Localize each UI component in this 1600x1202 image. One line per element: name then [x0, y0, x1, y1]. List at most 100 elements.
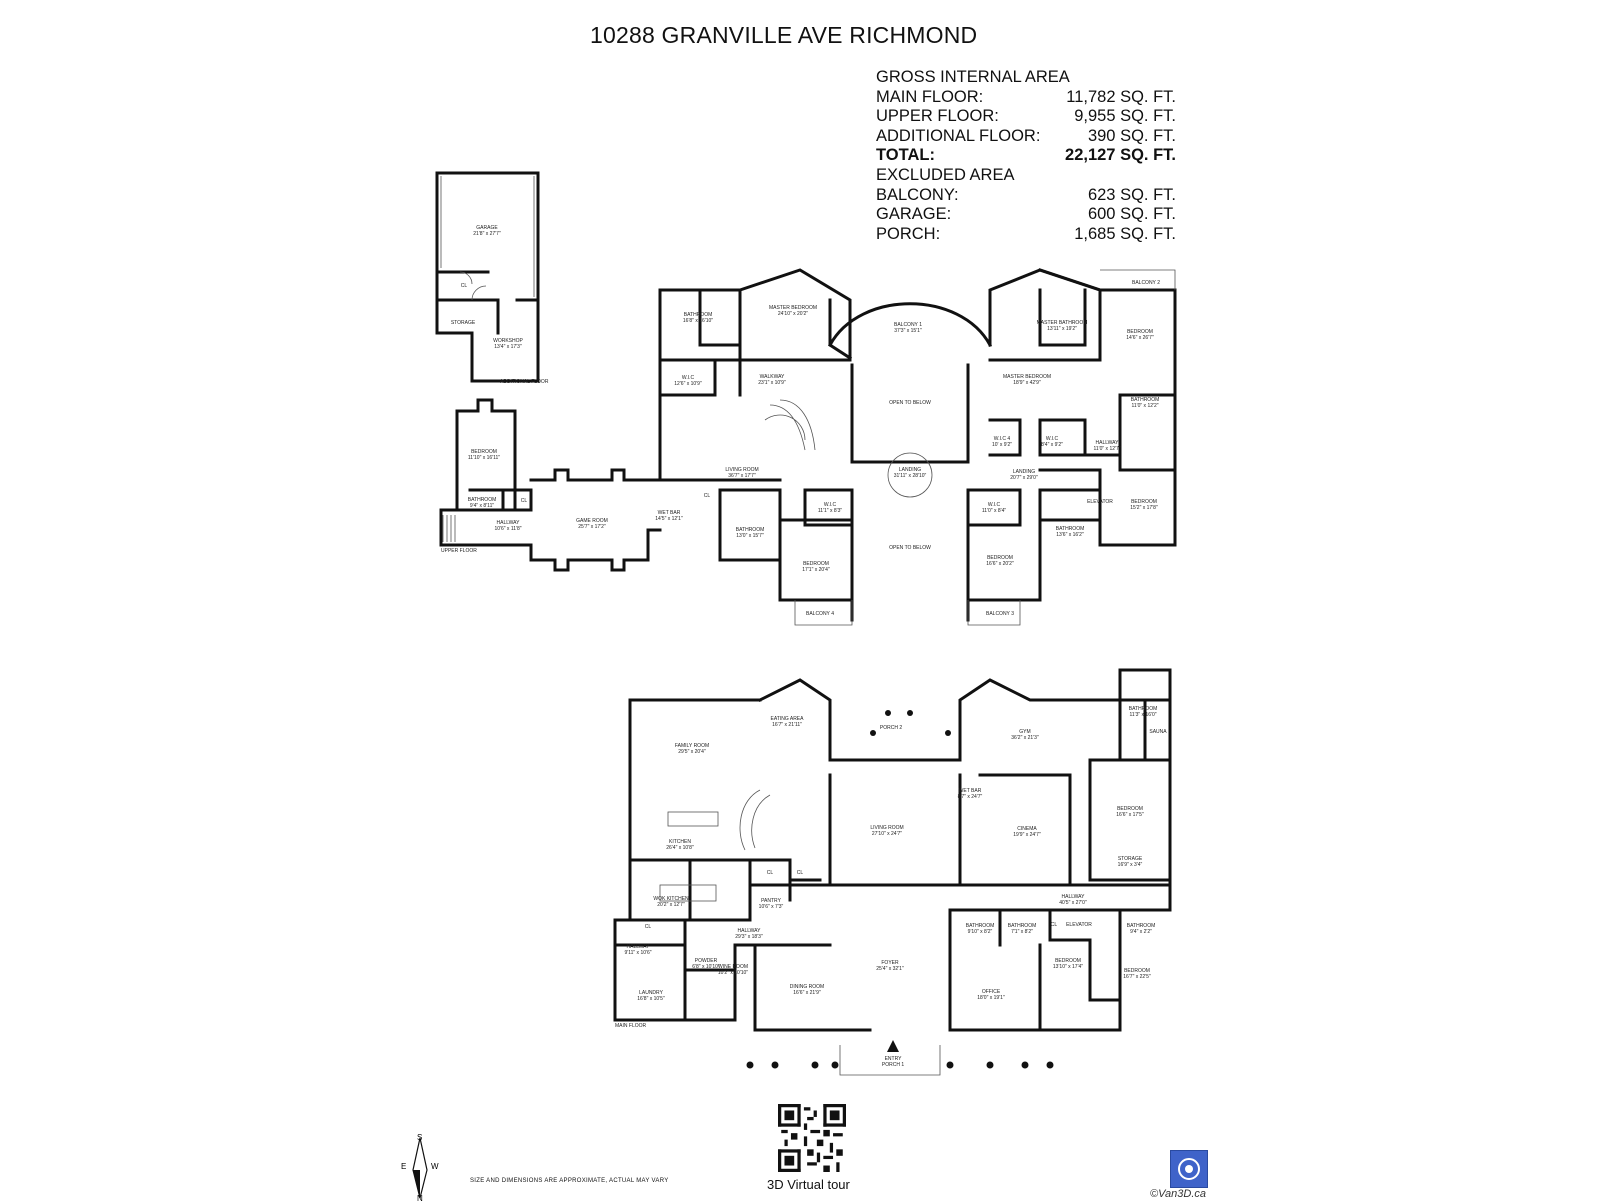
gym-label: GYM — [1019, 729, 1030, 735]
kitchen-label: KITCHEN — [669, 839, 691, 845]
bedroom-main-se2-label: BEDROOM — [1124, 968, 1150, 974]
bath-e-label: BATHROOM — [1131, 397, 1160, 403]
bath-main-3-dim: 9'4" x 2'2" — [1130, 929, 1152, 935]
main-floor-plan — [613, 668, 1172, 1076]
bedroom-mid-w-label: BEDROOM — [803, 561, 829, 567]
excluded-row-porch: PORCH:1,685 SQ. FT. — [876, 224, 1176, 243]
bedroom-e2-dim: 15'2" x 17'8" — [1130, 505, 1158, 511]
bath-mid-w-label: BATHROOM — [736, 527, 765, 533]
hallway-main-label: HALLWAY — [738, 928, 762, 934]
foyer-dim: 25'4" x 32'1" — [876, 966, 904, 972]
closet-main-e-label: CL — [1051, 922, 1058, 928]
up-hallway-w-dim: 10'6" x 11'8" — [494, 526, 521, 532]
elevator-up-label: ELEVATOR — [1087, 499, 1113, 505]
excluded-row-balcony: BALCONY:623 SQ. FT. — [876, 185, 1176, 204]
eating-area-label: EATING AREA — [771, 716, 805, 722]
porch1-label: PORCH 1 — [882, 1062, 904, 1068]
bedroom-ne-dim: 14'6" x 26'7" — [1126, 335, 1154, 341]
garage-dim: 21'8" x 27'7" — [473, 231, 501, 237]
wok-kitchen-dim: 20'2" x 12'7" — [657, 902, 685, 908]
family-room-dim: 29'5" x 20'4" — [678, 749, 706, 755]
area-row-additional: ADDITIONAL FLOOR:390 SQ. FT. — [876, 126, 1176, 145]
bath-se-label: BATHROOM — [1056, 526, 1085, 532]
main-floor-label: MAIN FLOOR — [615, 1023, 647, 1029]
hallway-e-label: HALLWAY — [1096, 440, 1120, 446]
master-bath-e-label: MASTER BATHROOM — [1037, 320, 1088, 326]
up-bedroom-w-dim: 11'10" x 16'11" — [468, 455, 500, 461]
bath-e-dim: 11'0" x 12'2" — [1131, 403, 1158, 409]
cinema-dim: 19'9" x 24'7" — [1013, 832, 1041, 838]
bath-main-ne-dim: 11'3" x 16'0" — [1129, 712, 1156, 718]
master-bath-e-dim: 13'11" x 19'2" — [1047, 326, 1077, 332]
wet-bar-main-label: WET BAR — [959, 788, 982, 794]
bedroom-main-se-dim: 13'10" x 17'4" — [1053, 964, 1083, 970]
wic-e-dim: 8'4" x 9'2" — [1041, 442, 1063, 448]
excluded-row-garage: GARAGE:600 SQ. FT. — [876, 205, 1176, 224]
area-row-main: MAIN FLOOR:11,782 SQ. FT. — [876, 87, 1176, 106]
hallway-main-e-dim: 40'5" x 27'0" — [1059, 900, 1087, 906]
garage-closet-label: CL — [461, 283, 468, 289]
bath-se-dim: 13'6" x 16'2" — [1056, 532, 1084, 538]
gross-area-heading: GROSS INTERNAL AREA — [876, 68, 1070, 86]
upper-floor-plan — [439, 268, 1177, 626]
hallway-e-dim: 11'0" x 12'7" — [1093, 446, 1120, 452]
balcony3-label: BALCONY 3 — [986, 611, 1014, 617]
compass-e: E — [401, 1162, 406, 1171]
up-bath-w-label: BATHROOM — [468, 497, 497, 503]
porch2-label: PORCH 2 — [880, 725, 902, 731]
wic-mid-e-label: W.I.C — [988, 502, 1001, 508]
master-bed-e-label: MASTER BEDROOM — [1003, 374, 1051, 380]
wic-w-label: W.I.C — [682, 375, 695, 381]
bath-main-1-dim: 9'10" x 8'2" — [968, 929, 993, 935]
hallway-main-e-label: HALLWAY — [1062, 894, 1086, 900]
bath-master-w-label: BATHROOM — [684, 312, 713, 318]
wine-room-dim: 10'2" x 10'10" — [718, 970, 748, 976]
gym-dim: 36'2" x 21'3" — [1011, 735, 1039, 741]
storage-label: STORAGE — [451, 320, 476, 326]
compass-n: N — [417, 1194, 423, 1202]
bedroom-main-se2-dim: 16'7" x 22'5" — [1123, 974, 1151, 980]
qr-code-icon[interactable] — [778, 1104, 846, 1172]
entry-label: ENTRY — [885, 1056, 903, 1062]
master-bed-w-label: MASTER BEDROOM — [769, 305, 817, 311]
up-wet-bar-dim: 14'5" x 12'1" — [655, 516, 683, 522]
area-row-upper: UPPER FLOOR:9,955 SQ. FT. — [876, 107, 1176, 126]
laundry-dim: 16'8" x 10'5" — [637, 996, 665, 1002]
elevator-main-label: ELEVATOR — [1066, 922, 1092, 928]
up-cl-w-label: CL — [521, 498, 528, 504]
balcony1-dim: 37'3" x 15'1" — [894, 328, 922, 334]
family-room-label: FAMILY ROOM — [675, 743, 709, 749]
up-hallway-w-label: HALLWAY — [497, 520, 521, 526]
walkway-label: WALKWAY — [760, 374, 785, 380]
sauna-label: SAUNA — [1149, 729, 1167, 735]
compass-icon: S N W E — [401, 1133, 439, 1202]
living-up-dim: 36'7" x 17'7" — [728, 473, 756, 479]
open-below-1-label: OPEN TO BELOW — [889, 400, 931, 406]
balcony4-label: BALCONY 4 — [806, 611, 834, 617]
landing-e-label: LANDING — [1013, 469, 1035, 475]
office-label: OFFICE — [982, 989, 1001, 995]
living-main-dim: 27'10" x 24'7" — [872, 831, 902, 837]
additional-floor-label: ADDITIONAL FLOOR — [500, 379, 549, 385]
workshop-label: WORKSHOP — [493, 338, 523, 344]
closet-main-2-label: CL — [797, 870, 804, 876]
office-dim: 18'0" x 19'1" — [977, 995, 1005, 1001]
van3d-logo-icon — [1170, 1150, 1208, 1188]
wok-kitchen-label: WOK KITCHEN — [653, 896, 689, 902]
pantry-dim: 10'6" x 7'3" — [759, 904, 784, 910]
bath-mid-w-dim: 13'0" x 15'7" — [736, 533, 764, 539]
wic-mid-label: W.I.C — [824, 502, 837, 508]
master-bed-e-dim: 18'9" x 42'9" — [1013, 380, 1041, 386]
powder-label: POWDER — [695, 958, 718, 964]
bath-main-2-dim: 7'1" x 8'2" — [1011, 929, 1033, 935]
eating-area-dim: 16'7" x 21'11" — [772, 722, 802, 728]
excluded-area-heading: EXCLUDED AREA — [876, 165, 1015, 184]
bedroom-ne-label: BEDROOM — [1127, 329, 1153, 335]
game-room-label: GAME ROOM — [576, 518, 608, 524]
bedroom-mid-w-dim: 17'1" x 20'4" — [802, 567, 830, 573]
page-title: 10288 GRANVILLE AVE RICHMOND — [590, 22, 978, 48]
workshop-dim: 13'4" x 17'3" — [494, 344, 522, 350]
landing-e-dim: 20'7" x 29'0" — [1010, 475, 1038, 481]
pantry-label: PANTRY — [761, 898, 781, 904]
bath-master-w-dim: 16'8" x 16'10" — [683, 318, 713, 324]
